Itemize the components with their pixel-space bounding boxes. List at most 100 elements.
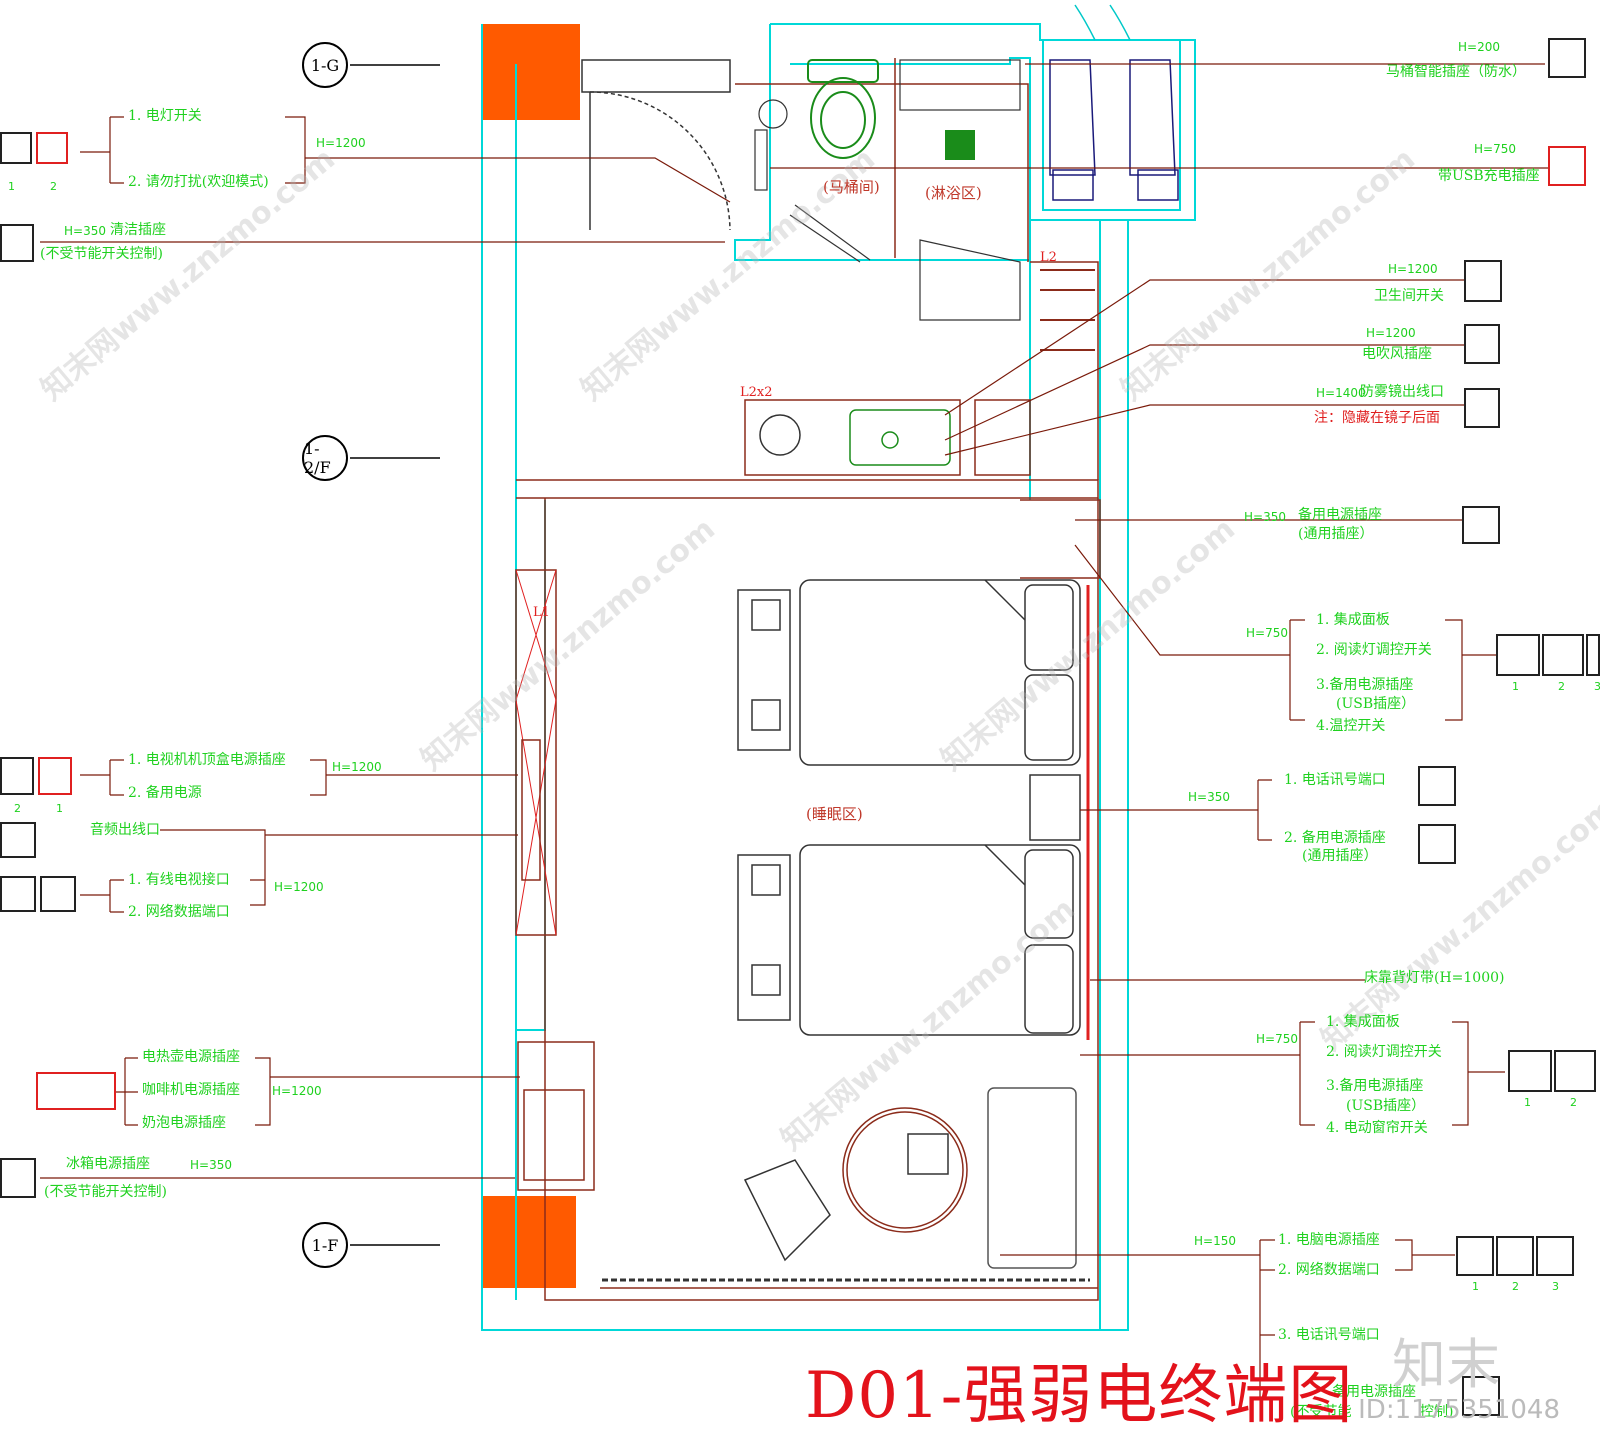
height-label: H=350 — [64, 224, 106, 238]
label-tv-power: 1. 电视机机顶盒电源插座 — [128, 752, 286, 768]
label-mirror-note: 注：隐藏在镜子后面 — [1314, 410, 1440, 426]
structural-column-bottom — [482, 1196, 576, 1288]
phone-port-icon — [1418, 766, 1456, 806]
label-desk-item: 1. 电脑电源插座 — [1278, 1232, 1380, 1248]
label-general-note: (通用插座） — [1302, 848, 1378, 864]
height-label: H=750 — [1256, 1032, 1298, 1046]
label-mirror: 防雾镜出线口 — [1360, 384, 1444, 400]
panel-number: 1 — [1512, 680, 1519, 693]
outlet-icon — [1462, 1376, 1500, 1416]
label-desk-spare: 备用电源插座 — [1332, 1384, 1416, 1400]
outlet-icon — [1456, 1236, 1494, 1276]
room-label-toilet: (马桶间) — [823, 178, 880, 196]
bed-two — [737, 844, 1081, 1036]
height-label: H=1200 — [1366, 326, 1416, 340]
outlet-icon — [0, 1158, 36, 1198]
height-label: H=750 — [1474, 142, 1516, 156]
outlet-icon — [1462, 506, 1500, 544]
bed-one — [737, 579, 1081, 766]
drawing-title: D01-强弱电终端图 — [805, 1359, 1354, 1433]
height-label: H=1200 — [332, 760, 382, 774]
height-label: H=1200 — [316, 136, 366, 150]
panel-number: 1 — [8, 180, 15, 193]
room-label-shower: (淋浴区) — [925, 184, 982, 202]
label-light-switch: 1. 电灯开关 — [128, 108, 202, 124]
label-dnd: 2. 请勿打扰(欢迎模式) — [128, 174, 269, 190]
network-port-icon — [40, 876, 76, 912]
triple-outlet-icon — [36, 1072, 116, 1110]
outlet-box-icon — [1464, 388, 1500, 428]
wardrobe — [1049, 4, 1179, 201]
label-bed1-item: (USB插座） — [1336, 696, 1416, 712]
shower-drain — [945, 130, 975, 160]
label-cleaning-outlet: 清洁插座 — [110, 222, 166, 238]
tv-port-icon — [0, 876, 36, 912]
toilet-details — [754, 59, 1021, 321]
nightstand — [1029, 774, 1081, 841]
integrated-panel-icon — [1508, 1050, 1552, 1092]
brand-logo: 知末 — [1392, 1333, 1500, 1396]
label-spare-power: 2. 备用电源 — [128, 785, 202, 801]
switch-icon — [1464, 260, 1502, 302]
label-bed1-item: 3.备用电源插座 — [1316, 677, 1414, 693]
label-phone: 1. 电话讯号端口 — [1284, 772, 1386, 788]
label-cable-tv: 1. 有线电视接口 — [128, 872, 230, 888]
label-spare-note: (通用插座） — [1298, 526, 1374, 542]
label-bed1-item: 4.温控开关 — [1316, 718, 1386, 734]
label-network: 2. 网络数据端口 — [128, 904, 230, 920]
tv-cabinet — [515, 569, 557, 936]
height-label: H=1400 — [1316, 386, 1366, 400]
label-bed2-item: (USB插座） — [1346, 1098, 1426, 1114]
label-desk-item: 2. 网络数据端口 — [1278, 1262, 1380, 1278]
label-bed2-item: 2. 阅读灯调控开关 — [1326, 1044, 1442, 1060]
label-coffee: 咖啡机电源插座 — [142, 1082, 240, 1098]
shelving — [1040, 269, 1095, 351]
label-kettle: 电热壶电源插座 — [142, 1049, 240, 1065]
audio-outlet-icon — [0, 822, 36, 858]
height-label: H=200 — [1458, 40, 1500, 54]
label-audio: 音频出线口 — [90, 822, 160, 838]
outlet-icon — [0, 757, 34, 795]
axis-marker-1-2f: 1-2/F — [302, 435, 348, 481]
dnd-panel-icon — [36, 132, 68, 164]
leader-lines — [40, 63, 1548, 1400]
outlet-icon — [1418, 824, 1456, 864]
phone-port-icon — [1536, 1236, 1574, 1276]
outlet-icon — [0, 224, 34, 262]
minibar — [517, 1041, 595, 1191]
network-port-icon — [1496, 1236, 1534, 1276]
height-label: H=1200 — [1388, 262, 1438, 276]
outlet-icon — [1464, 324, 1500, 364]
label-milk: 奶泡电源插座 — [142, 1115, 226, 1131]
panel-number: 2 — [1512, 1280, 1519, 1293]
height-label: H=1200 — [272, 1084, 322, 1098]
plan-mark-l1: L1 — [533, 605, 550, 620]
plan-mark-l2: L2 — [1040, 250, 1057, 265]
panel-number: 3 — [1594, 680, 1600, 693]
panel-number: 2 — [14, 802, 21, 815]
outlet-icon — [1548, 38, 1586, 78]
axis-marker-1f: 1-F — [302, 1222, 348, 1268]
vanity — [849, 409, 951, 466]
panel-number: 1 — [1472, 1280, 1479, 1293]
toilet-fixture — [807, 59, 879, 159]
dimmer-icon — [1542, 634, 1584, 676]
label-spare: 备用电源插座 — [1298, 507, 1382, 523]
label-fridge: 冰箱电源插座 — [66, 1156, 150, 1172]
height-label: H=750 — [1246, 626, 1288, 640]
label-bath-switch: 卫生间开关 — [1374, 288, 1444, 304]
label-bed2-item: 3.备用电源插座 — [1326, 1078, 1424, 1094]
panel-number: 1 — [1524, 1096, 1531, 1109]
height-label: H=350 — [1188, 790, 1230, 804]
panel-number: 2 — [1558, 680, 1565, 693]
usb-outlet-icon — [1548, 146, 1586, 186]
axis-lines — [350, 64, 440, 1246]
label-bed1-item: 2. 阅读灯调控开关 — [1316, 642, 1432, 658]
room-label-sleep: (睡眠区) — [806, 805, 863, 823]
label-desk-note-end: 控制) — [1420, 1404, 1454, 1420]
outlet-icon — [1586, 634, 1600, 676]
label-bed2-item: 4. 电动窗帘开关 — [1326, 1120, 1428, 1136]
height-label: H=150 — [1194, 1234, 1236, 1248]
label-desk-note: (不受节能 — [1290, 1404, 1352, 1420]
label-bed1-item: 1. 集成面板 — [1316, 612, 1390, 628]
